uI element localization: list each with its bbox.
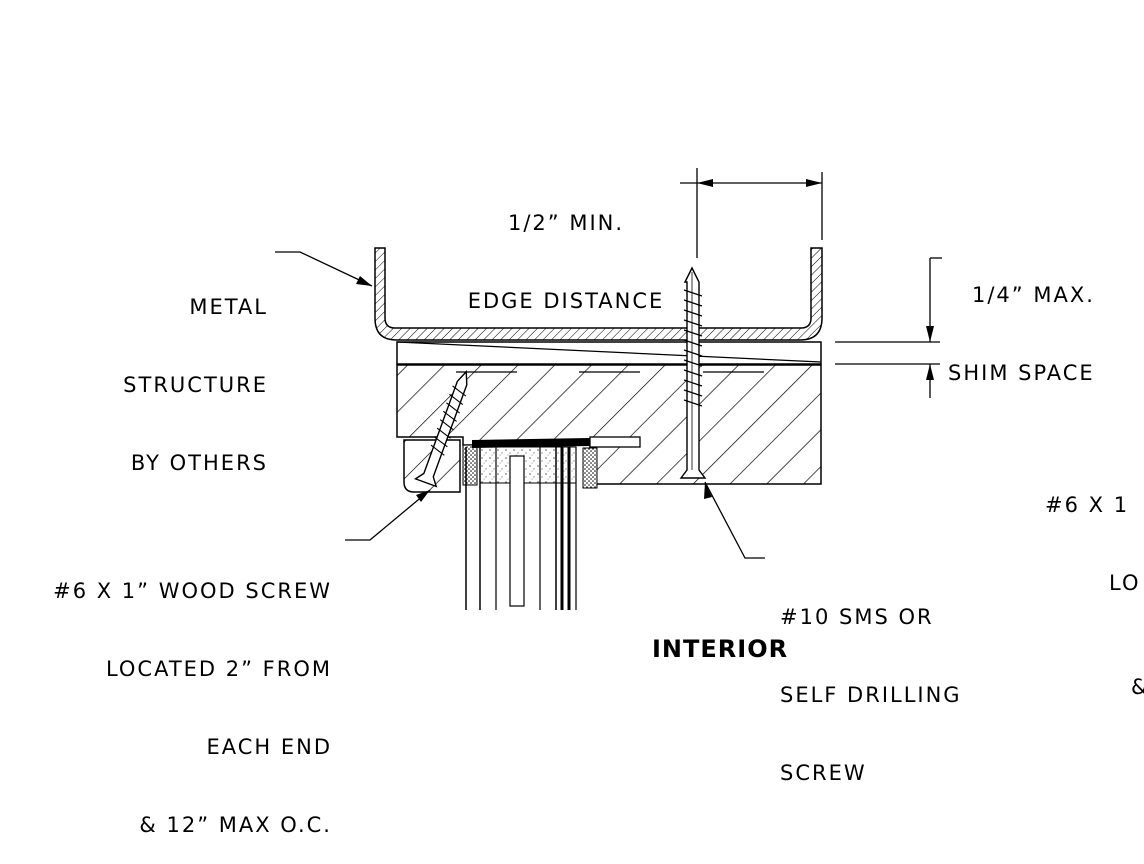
metal-structure-line-3: BY OTHERS [130,451,268,475]
setting-fin [589,436,641,448]
interior-label: INTERIOR [652,635,789,663]
section-detail-drawing [275,168,942,610]
edge-distance-line-2: EDGE DISTANCE [467,289,665,313]
shim-space-line-1: 1/4” MAX. [972,283,1095,307]
wood-screw-line-2: LOCATED 2” FROM [105,657,332,681]
leader-lines [275,251,765,559]
partial-right-line-1: #6 X 1 [1045,493,1130,517]
leader-metal-structure [275,251,373,287]
shim [396,341,822,365]
partial-right-line-3: & [1045,674,1144,700]
partial-right-line-2: LO [1109,571,1141,595]
sms-screw-line-2: SELF DRILLING [780,683,962,707]
edge-distance-dimension [680,168,823,258]
glass-unit [465,446,577,610]
metal-structure-line-2: STRUCTURE [123,373,268,397]
shim-space-label: 1/4” MAX. SHIM SPACE [948,230,1095,412]
wood-screw-line-4: & 12” MAX O.C. [139,813,332,837]
edge-distance-label: 1/2” MIN. EDGE DISTANCE [455,158,677,340]
wood-screw-line-3: EACH END [206,735,332,759]
sms-screw-label: #10 SMS OR SELF DRILLING SCREW [780,552,962,812]
metal-channel [374,247,823,341]
leader-wood-screw [345,489,431,541]
partial-right-label: #6 X 1 LO & [1045,440,1144,726]
edge-distance-line-1: 1/2” MIN. [507,211,625,235]
leader-sms-screw [704,481,765,559]
metal-structure-label: METAL STRUCTURE BY OTHERS [100,242,268,502]
wood-screw [413,370,468,488]
sms-screw [679,266,707,479]
sms-screw-line-3: SCREW [780,761,867,785]
shim-space-dimension [835,257,942,398]
shim-space-line-2: SHIM SPACE [948,361,1095,385]
wood-screw-label: #6 X 1” WOOD SCREW LOCATED 2” FROM EACH … [10,526,332,864]
sms-screw-line-1: #10 SMS OR [780,605,934,629]
metal-structure-line-1: METAL [189,295,268,319]
leader-arrowheads [356,276,712,502]
wood-screw-line-1: #6 X 1” WOOD SCREW [53,579,332,603]
